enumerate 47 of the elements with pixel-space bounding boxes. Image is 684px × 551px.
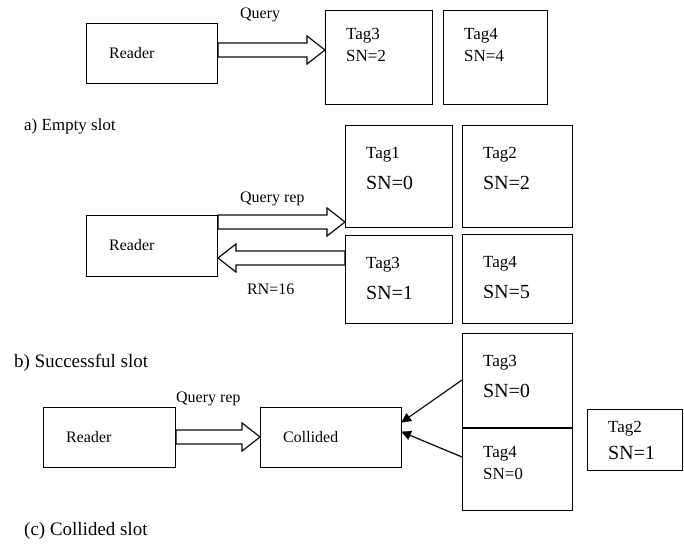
process-box bbox=[345, 235, 453, 324]
arrow bbox=[401, 379, 462, 423]
process-box bbox=[443, 10, 548, 105]
node-value: SN=1 bbox=[366, 281, 414, 306]
process-box bbox=[86, 23, 218, 84]
node-value: SN=0 bbox=[366, 171, 414, 196]
edge-label: Query bbox=[240, 4, 280, 24]
node-value: SN=2 bbox=[483, 171, 531, 196]
block-arrow bbox=[175, 422, 262, 452]
block-arrow bbox=[217, 206, 346, 238]
node-title: Tag3 bbox=[483, 350, 518, 372]
node-value: SN=0 bbox=[483, 379, 531, 404]
node-value: SN=0 bbox=[483, 463, 524, 485]
node-title: Tag3 bbox=[346, 23, 381, 45]
edge-label: Query rep bbox=[176, 388, 240, 408]
process-box bbox=[345, 125, 453, 228]
node-value: SN=5 bbox=[483, 280, 531, 305]
process-box bbox=[587, 409, 683, 471]
arrow bbox=[401, 430, 462, 458]
node-value: SN=2 bbox=[346, 45, 387, 67]
node-title: Tag2 bbox=[483, 142, 518, 164]
node-value: SN=1 bbox=[608, 441, 656, 466]
caption-text: (c) Collided slot bbox=[24, 518, 148, 542]
process-box bbox=[86, 215, 218, 277]
process-box bbox=[462, 333, 573, 428]
block-arrow bbox=[217, 34, 326, 66]
node-title: Tag4 bbox=[483, 251, 518, 273]
node-title: Reader bbox=[66, 428, 112, 448]
edge-label: Query rep bbox=[240, 188, 304, 208]
process-box bbox=[260, 407, 402, 468]
caption-text: b) Successful slot bbox=[14, 350, 148, 374]
node-title: Tag4 bbox=[464, 23, 499, 45]
node-title: Tag4 bbox=[483, 441, 518, 463]
node-title: Collided bbox=[283, 428, 338, 448]
node-title: Tag3 bbox=[366, 252, 401, 274]
node-title: Tag1 bbox=[366, 142, 401, 164]
node-value: SN=4 bbox=[464, 45, 505, 67]
node-title: Reader bbox=[109, 236, 154, 256]
process-box bbox=[462, 428, 573, 511]
process-box bbox=[462, 125, 573, 228]
node-title: Reader bbox=[109, 44, 154, 64]
node-title: Tag2 bbox=[608, 416, 643, 438]
process-box bbox=[462, 234, 573, 324]
process-box bbox=[43, 407, 176, 468]
block-arrow bbox=[216, 242, 346, 274]
process-box bbox=[325, 10, 433, 105]
caption-text: a) Empty slot bbox=[24, 114, 116, 136]
